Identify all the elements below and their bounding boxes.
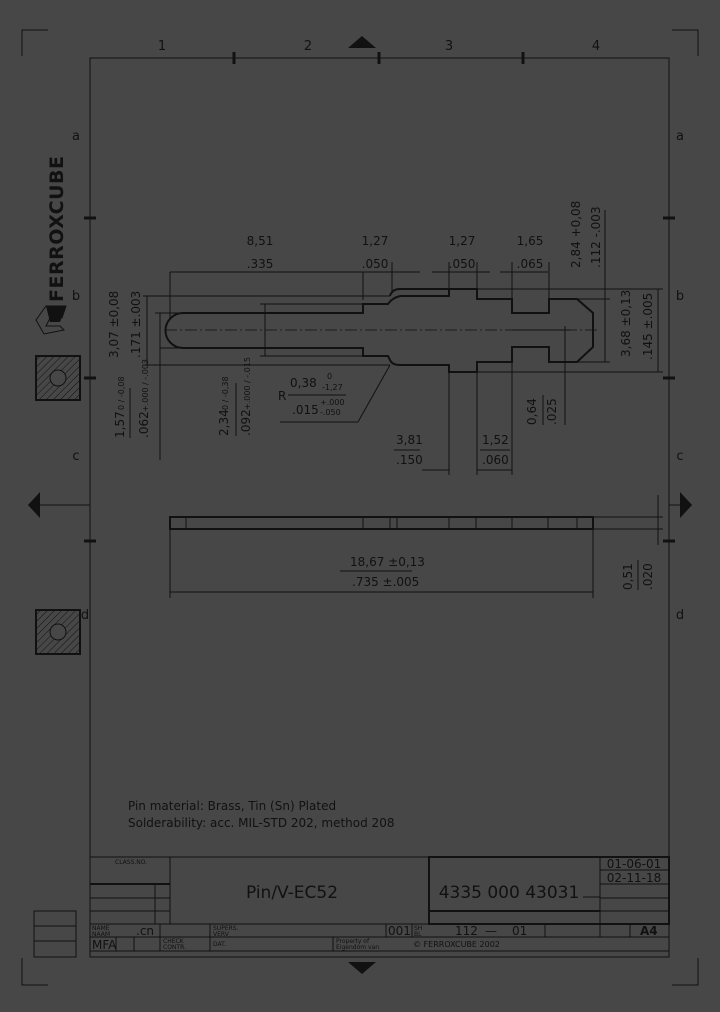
tolerance: -1,27 xyxy=(322,383,343,392)
doc-dash: — xyxy=(485,924,497,938)
sheet-label: BL xyxy=(414,931,422,938)
supers-label: VERV xyxy=(213,931,230,938)
dimension-value: .171 ±.003 xyxy=(129,291,143,358)
brand-logo-icon xyxy=(35,305,67,335)
date-created: 01-06-01 xyxy=(607,857,661,871)
dimension-value: 3,81 xyxy=(396,433,423,447)
column-label: 4 xyxy=(592,39,600,54)
dimension-value: 1,65 xyxy=(517,234,544,248)
dimension-value: 0,64 xyxy=(525,398,539,425)
doc-revision: 01 xyxy=(512,924,527,938)
dimension-lines xyxy=(143,210,663,475)
check-label: CONTR. xyxy=(163,944,186,951)
tolerance: +.000 / -.003 xyxy=(141,359,150,412)
property-label: Property of xyxy=(336,938,370,945)
dimension-value: .025 xyxy=(545,398,559,425)
property-label: Eigendom van xyxy=(336,944,379,951)
supers-label: SUPERS. xyxy=(213,925,239,932)
check-label: CHECK xyxy=(163,938,185,945)
title-block xyxy=(33,856,670,958)
row-label: c xyxy=(72,449,79,464)
dimension-value: 1,27 xyxy=(449,234,476,248)
dimension-value: 0,51 xyxy=(621,563,635,590)
row-label: d xyxy=(81,608,89,623)
note-material: Pin material: Brass, Tin (Sn) Plated xyxy=(128,799,336,813)
radius-prefix: R xyxy=(278,389,286,403)
name-label: NAME xyxy=(92,925,110,932)
row-label: b xyxy=(676,289,684,304)
dimension-value: .050 xyxy=(449,257,476,271)
row-label: b xyxy=(72,289,80,304)
dimension-value: .092 xyxy=(239,409,253,436)
dimension-value: 1,57 xyxy=(113,411,127,438)
projection-symbol-icon xyxy=(35,609,81,655)
dimension-value: .112 -.003 xyxy=(589,206,603,268)
dimension-value: 18,67 ±0,13 xyxy=(350,555,425,569)
dimension-value: 1,52 xyxy=(482,433,509,447)
dimension-value: .065 xyxy=(517,257,544,271)
pin-side-view xyxy=(169,495,663,598)
dimension-value: 2,34 xyxy=(217,409,231,436)
tolerance: +.000 / -.015 xyxy=(243,357,252,410)
column-label: 1 xyxy=(158,39,166,54)
date-revised: 02-11-18 xyxy=(607,871,661,885)
tolerance: 0 / -0,38 xyxy=(221,376,230,410)
name-value: .cn xyxy=(136,924,154,938)
zone-ticks xyxy=(84,52,675,543)
dimension-value: 3,68 ±0,13 xyxy=(619,290,633,357)
column-label: 3 xyxy=(445,39,453,54)
dimension-value: .735 ±.005 xyxy=(352,575,419,589)
doc-code: 112 xyxy=(455,924,478,938)
dimension-value: .145 ±.005 xyxy=(641,293,655,360)
dimension-value: .060 xyxy=(482,453,509,467)
dimension-value: 8,51 xyxy=(247,234,274,248)
dimension-value: 1,27 xyxy=(362,234,389,248)
sheet-number: 001 xyxy=(388,924,411,938)
tolerance: 0 xyxy=(327,372,332,381)
dimension-value: .062 xyxy=(137,411,151,438)
dimension-value: .335 xyxy=(247,257,274,271)
drawn-by: MFA xyxy=(92,938,117,952)
note-solderability: Solderability: acc. MIL-STD 202, method … xyxy=(128,816,394,830)
dimension-value: 2,84 +0,08 xyxy=(569,201,583,268)
tolerance: 0 / -0,08 xyxy=(117,376,126,410)
dimension-value: .020 xyxy=(641,563,655,590)
dimension-value: .015 xyxy=(292,403,319,417)
brand-logo-text: FERROXCUBE xyxy=(46,156,68,303)
tolerance: -.050 xyxy=(320,408,341,417)
name-label: NAAM xyxy=(92,931,110,938)
bottom-center-arrow-icon xyxy=(348,962,376,974)
date-label: DAT. xyxy=(213,941,226,948)
dimension-value: 0,38 xyxy=(290,376,317,390)
projection-symbol-icon xyxy=(35,355,81,401)
tolerance: +.000 xyxy=(320,398,345,407)
dimension-value: .150 xyxy=(396,453,423,467)
row-label: c xyxy=(676,449,683,464)
sheet-format: A4 xyxy=(640,924,658,938)
row-label: a xyxy=(676,129,684,144)
corner-marks xyxy=(21,29,699,986)
dimension-value: 3,07 ±0,08 xyxy=(107,291,121,358)
top-center-arrow-icon xyxy=(348,36,376,48)
row-label: d xyxy=(676,608,684,623)
part-number: 4335 000 43031 xyxy=(439,883,580,903)
dimension-value: .050 xyxy=(362,257,389,271)
drawing-title: Pin/V-EC52 xyxy=(246,883,338,903)
row-label: a xyxy=(72,129,80,144)
column-label: 2 xyxy=(304,39,312,54)
class-no-label: CLASS.NO. xyxy=(115,859,147,866)
copyright: © FERROXCUBE 2002 xyxy=(413,940,500,949)
sheet-label: SH xyxy=(414,925,422,932)
